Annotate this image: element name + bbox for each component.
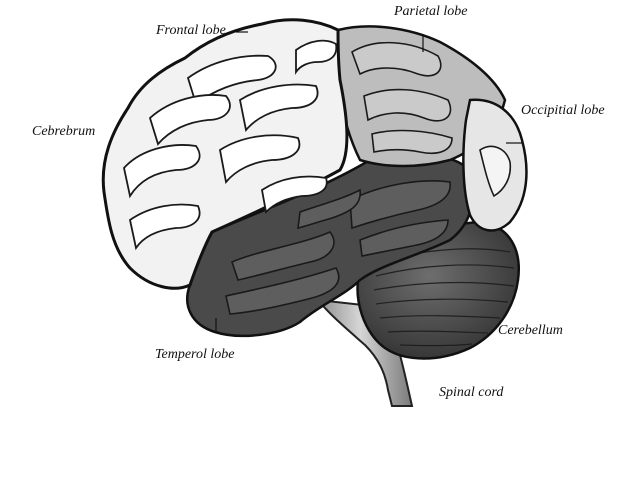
leader-lines bbox=[215, 31, 522, 332]
temporal-gyri bbox=[225, 180, 451, 315]
temporal-lobe-label: Temperol lobe bbox=[155, 347, 235, 362]
cerebellum-label: Cerebellum bbox=[498, 323, 563, 338]
occipital-gyrus bbox=[479, 145, 512, 198]
frontal-lobe-label: Frontal lobe bbox=[156, 23, 226, 38]
occipital-lobe-label: Occipitial lobe bbox=[521, 103, 605, 118]
spinal-cord-label: Spinal cord bbox=[439, 385, 504, 400]
parietal-lobe-label: Parietal lobe bbox=[394, 4, 468, 19]
parietal-gyri bbox=[351, 41, 453, 154]
cerebrum-gyri bbox=[123, 39, 338, 251]
cerebrum-label: Cebrebrum bbox=[32, 124, 96, 139]
